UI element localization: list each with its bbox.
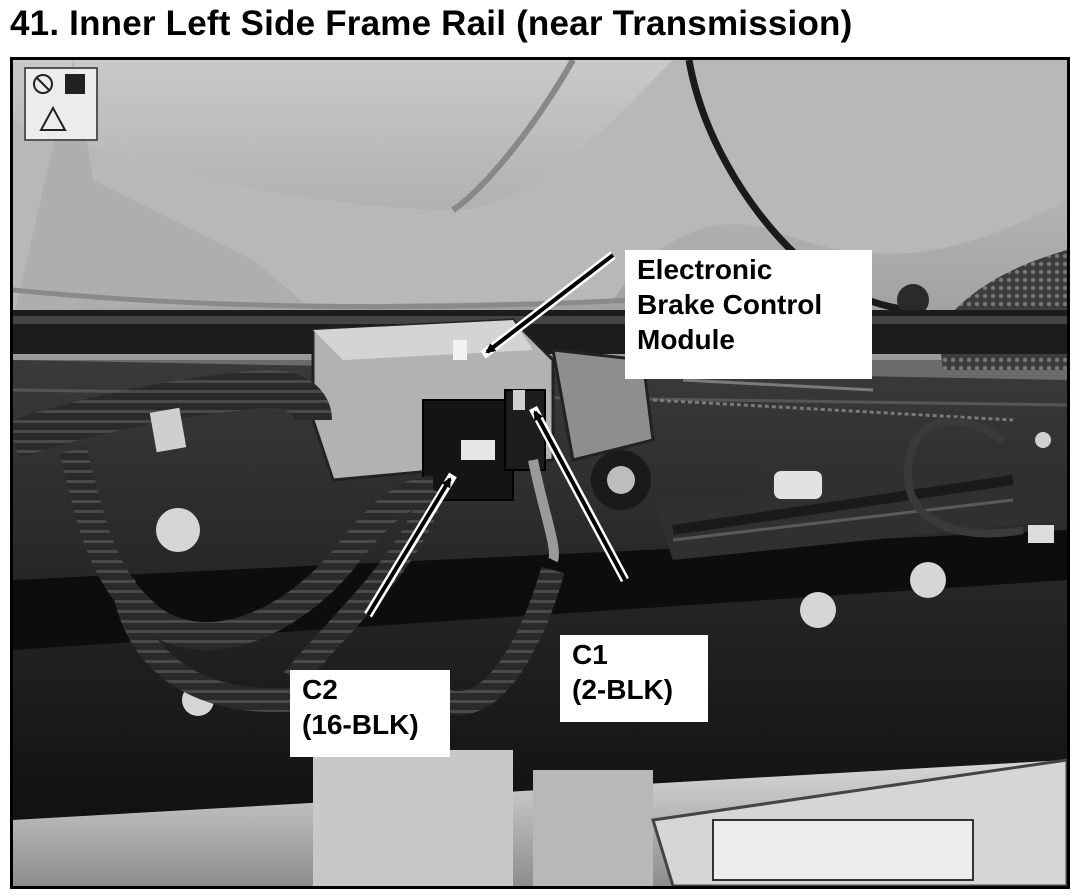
callout-c2: C2 (16-BLK) <box>290 670 450 757</box>
module-arrow <box>485 253 615 354</box>
callout-line: Electronic <box>637 254 773 285</box>
c2-arrow <box>366 477 452 617</box>
callout-electronic-brake-control-module: Electronic Brake Control Module <box>625 250 872 379</box>
callout-c1: C1 (2-BLK) <box>560 635 708 722</box>
callout-arrows <box>364 251 629 618</box>
callout-line: C1 <box>572 639 608 670</box>
page-title: 41. Inner Left Side Frame Rail (near Tra… <box>10 4 853 43</box>
callout-line: (16-BLK) <box>302 709 419 740</box>
vehicle-photo: Electronic Brake Control Module C1 (2-BL… <box>10 57 1070 889</box>
callout-line: (2-BLK) <box>572 674 674 705</box>
c1-arrow <box>533 410 627 581</box>
frame-rail-photo <box>13 60 1067 886</box>
callout-line: C2 <box>302 674 338 705</box>
callout-line: Brake Control <box>637 289 823 320</box>
callout-line: Module <box>637 324 735 355</box>
